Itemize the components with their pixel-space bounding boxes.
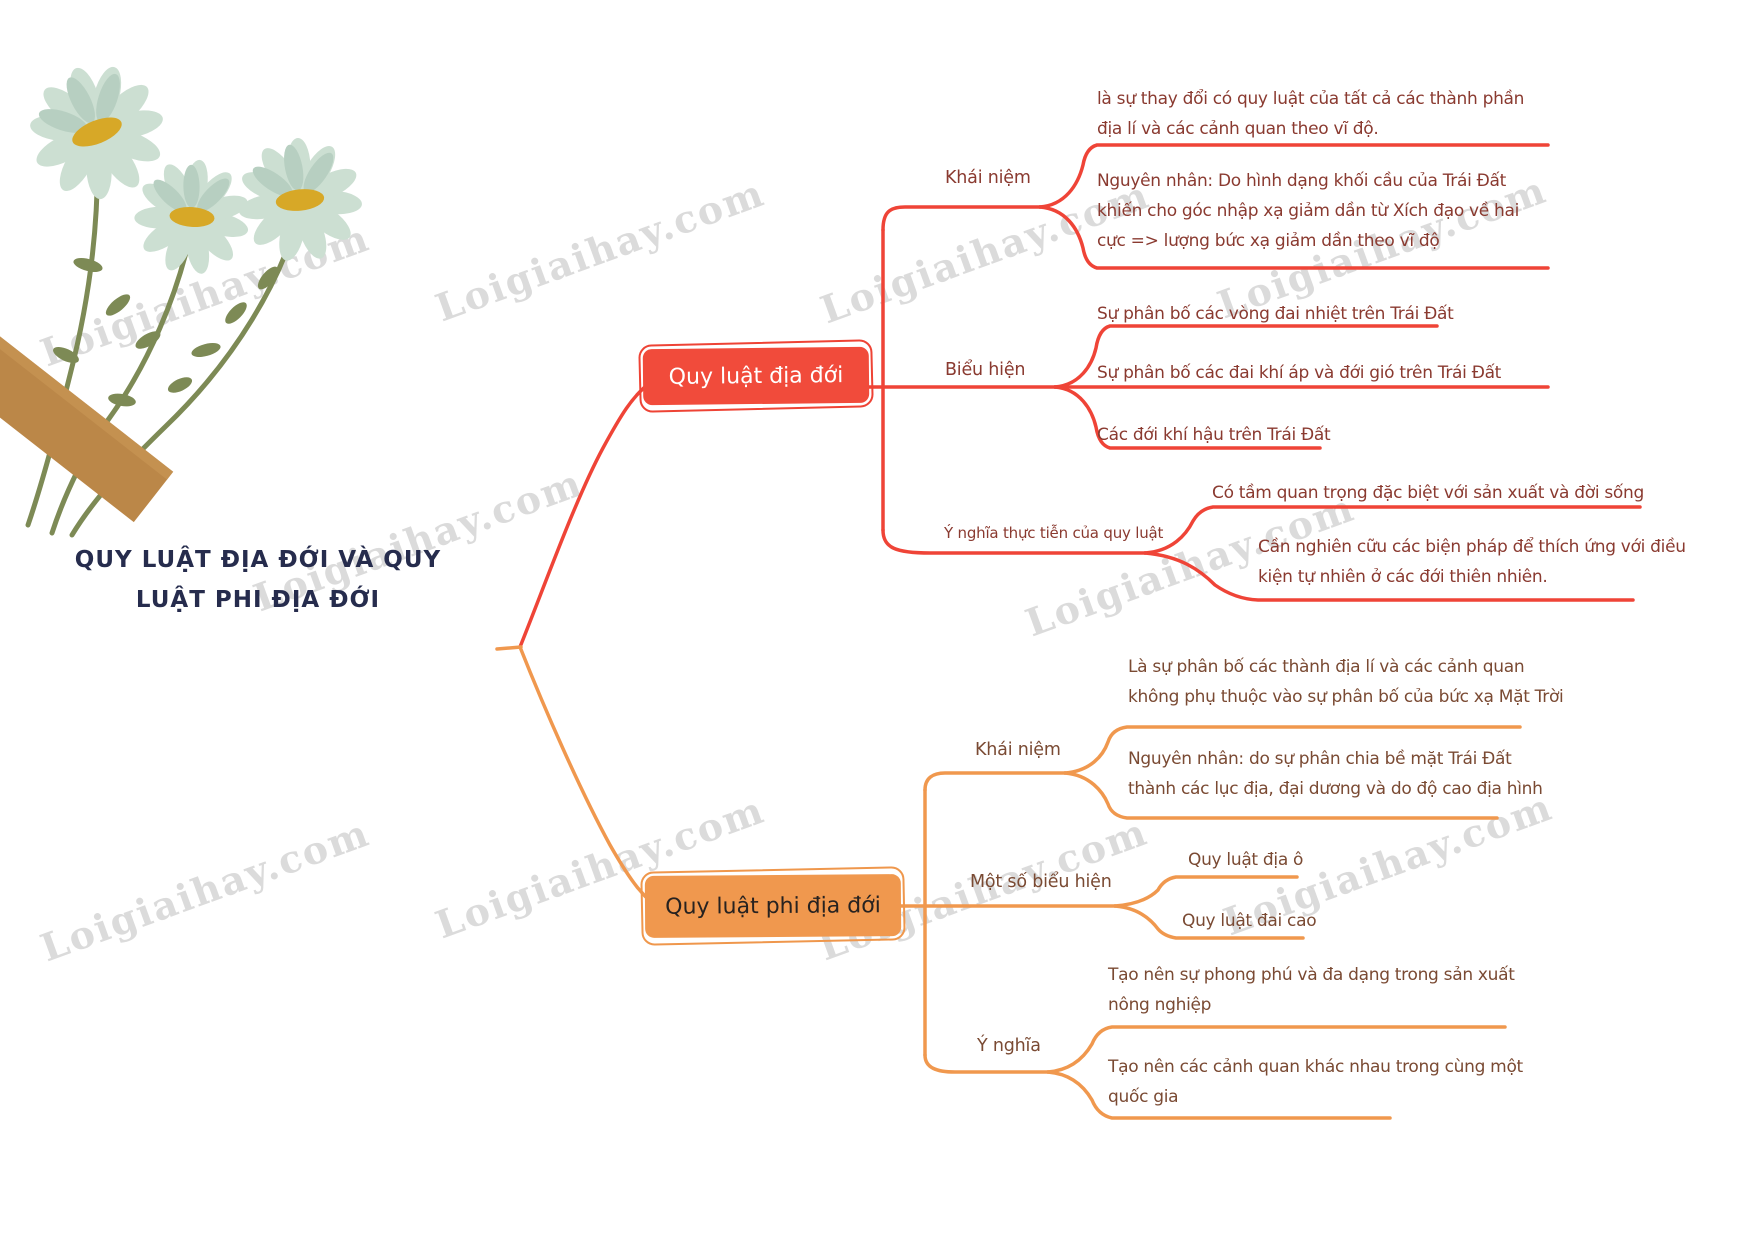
leaf-line: kiện tự nhiên ở các đới thiên nhiên. <box>1258 567 1548 587</box>
leaf-line: quốc gia <box>1108 1087 1179 1107</box>
tape-graphic <box>0 317 174 523</box>
section-label-khai-niem-orange: Khái niệm <box>975 740 1061 760</box>
leaf-line: khiến cho góc nhập xạ giảm dần từ Xích đ… <box>1097 201 1520 221</box>
leaf-dinh-nghia-dia-doi: là sự thay đổi có quy luật của tất cả cá… <box>1097 84 1524 144</box>
section-label-mot-so-bieu-hien: Một số biểu hiện <box>970 872 1112 892</box>
leaf-tam-quan-trong: Có tầm quan trọng đặc biệt với sản xuất … <box>1212 478 1644 508</box>
leaf-dinh-nghia-phi-dia-doi: Là sự phân bố các thành địa lí và các cả… <box>1128 652 1564 712</box>
leaf-vong-dai-nhiet: Sự phân bố các vòng đai nhiệt trên Trái … <box>1097 299 1454 329</box>
leaf-line: là sự thay đổi có quy luật của tất cả cá… <box>1097 89 1525 109</box>
leaf-line: Tạo nên sự phong phú và đa dạng trong sả… <box>1108 965 1515 985</box>
leaf-line: Sự phân bố các đai khí áp và đới gió trê… <box>1097 363 1502 383</box>
section-label-y-nghia-orange: Ý nghĩa <box>977 1036 1041 1056</box>
leaf-line: Nguyên nhân: Do hình dạng khối cầu của T… <box>1097 171 1506 191</box>
leaf-line: Có tầm quan trọng đặc biệt với sản xuất … <box>1212 483 1644 503</box>
leaf-quy-luat-dia-o: Quy luật địa ô <box>1188 845 1303 875</box>
leaf-nghien-cuu-bien-phap: Cần nghiên cữu các biện pháp để thích ứn… <box>1258 532 1686 592</box>
node-quy-luat-phi-dia-doi: Quy luật phi địa đới <box>644 874 902 938</box>
section-label-khai-niem-red: Khái niệm <box>945 168 1031 188</box>
leaf-line: không phụ thuộc vào sự phân bố của bức x… <box>1128 687 1564 707</box>
leaf-line: Là sự phân bố các thành địa lí và các cả… <box>1128 657 1525 677</box>
leaf-doi-khi-hau: Các đới khí hậu trên Trái Đất <box>1097 420 1331 450</box>
section-label-y-nghia-red: Ý nghĩa thực tiễn của quy luật <box>944 524 1164 542</box>
node-quy-luat-dia-doi: Quy luật địa đới <box>642 346 870 406</box>
leaf-line: thành các lục địa, đại dương và do độ ca… <box>1128 779 1543 799</box>
leaf-nguyen-nhan-dia-doi: Nguyên nhân: Do hình dạng khối cầu của T… <box>1097 166 1519 256</box>
leaf-nguyen-nhan-phi-dia-doi: Nguyên nhân: do sự phân chia bề mặt Trái… <box>1128 744 1543 804</box>
map-title: QUY LUẬT ĐỊA ĐỚI VÀ QUY LUẬT PHI ĐỊA ĐỚI <box>48 540 468 620</box>
map-title-line1: QUY LUẬT ĐỊA ĐỚI VÀ QUY <box>74 547 442 573</box>
leaf-line: nông nghiệp <box>1108 995 1212 1015</box>
leaf-line: Sự phân bố các vòng đai nhiệt trên Trái … <box>1097 304 1454 324</box>
section-label-bieu-hien: Biểu hiện <box>945 360 1026 380</box>
leaf-line: địa lí và các cảnh quan theo vĩ độ. <box>1097 119 1379 139</box>
map-title-line2: LUẬT PHI ĐỊA ĐỚI <box>135 587 381 613</box>
leaf-line: Quy luật đai cao <box>1182 911 1317 931</box>
leaf-line: cực => lượng bức xạ giảm dần theo vĩ độ <box>1097 231 1440 251</box>
leaf-quy-luat-dai-cao: Quy luật đai cao <box>1182 906 1317 936</box>
leaf-dai-khi-ap: Sự phân bố các đai khí áp và đới gió trê… <box>1097 358 1501 388</box>
leaf-line: Cần nghiên cữu các biện pháp để thích ứn… <box>1258 537 1686 557</box>
flower-bouquet-illustration <box>0 55 367 538</box>
leaf-canh-quan-khac-nhau: Tạo nên các cảnh quan khác nhau trong cù… <box>1108 1052 1523 1112</box>
leaf-line: Tạo nên các cảnh quan khác nhau trong cù… <box>1108 1057 1523 1077</box>
leaf-line: Nguyên nhân: do sự phân chia bề mặt Trái… <box>1128 749 1512 769</box>
leaf-phong-phu-da-dang: Tạo nên sự phong phú và đa dạng trong sả… <box>1108 960 1515 1020</box>
leaf-line: Quy luật địa ô <box>1188 850 1304 870</box>
leaf-line: Các đới khí hậu trên Trái Đất <box>1097 425 1331 445</box>
